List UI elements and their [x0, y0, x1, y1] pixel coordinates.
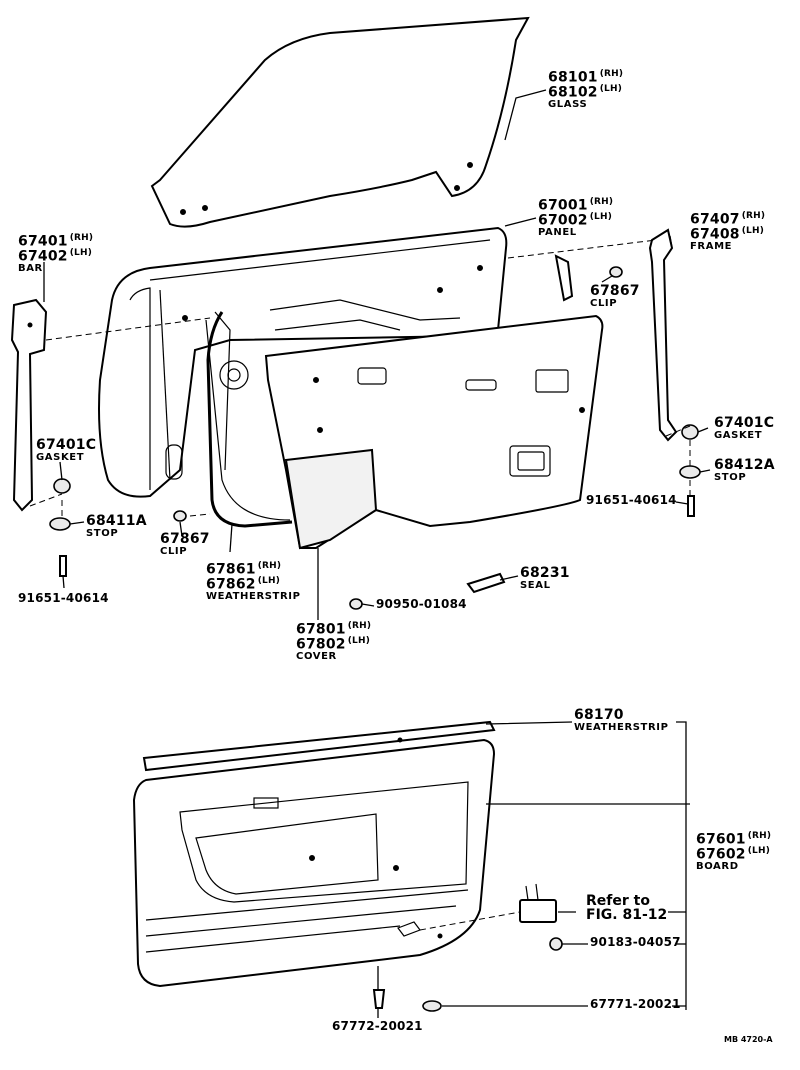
- board-hardware: [372, 883, 563, 1012]
- label-panel: 67001(RH) 67002(LH) PANEL: [538, 197, 614, 239]
- label-weatherstrip-board: 68170 WEATHERSTRIP: [574, 707, 669, 733]
- door-trim-board: [132, 720, 496, 988]
- label-cover: 67801(RH) 67802(LH) COVER: [296, 621, 372, 663]
- label-stop-right: 68412A STOP: [714, 457, 775, 483]
- label-refer: Refer to FIG. 81-12: [586, 893, 668, 923]
- label-clip-right: 67867 CLIP: [590, 283, 640, 309]
- door-glass: [150, 16, 530, 228]
- label-stop-left: 68411A STOP: [86, 513, 147, 539]
- label-screw-board: 90183-04057: [590, 935, 681, 949]
- label-bolt-left: 91651-40614: [18, 591, 109, 605]
- label-gasket-right: 67401C GASKET: [714, 415, 775, 441]
- label-gasket-left: 67401C GASKET: [36, 437, 97, 463]
- label-glass: 68101(RH) 68102(LH) GLASS: [548, 69, 624, 111]
- label-board: 67601(RH) 67602(LH) BOARD: [696, 831, 772, 873]
- label-weatherstrip-door: 67861(RH) 67862(LH) WEATHERSTRIP: [206, 561, 301, 603]
- assembly-lines: [29, 239, 691, 931]
- door-panel: [98, 226, 508, 521]
- label-bolt-right: 91651-40614: [586, 493, 677, 507]
- label-seal: 68231 SEAL: [520, 565, 570, 591]
- label-bar: 67401(RH) 67402(LH) BAR: [18, 233, 94, 275]
- door-bar: [10, 298, 48, 512]
- door-weatherstrip: [206, 311, 293, 528]
- figure-code: MB 4720-A: [724, 1035, 773, 1044]
- label-clip-left: 67867 CLIP: [160, 531, 210, 557]
- leader-lines: [43, 89, 711, 1018]
- door-cover: [264, 314, 604, 550]
- label-clip-board-right: 67771-20021: [590, 997, 681, 1011]
- label-frame: 67407(RH) 67408(LH) FRAME: [690, 211, 766, 253]
- label-clip-board-bottom: 67772-20021: [332, 1019, 423, 1033]
- label-screw: 90950-01084: [376, 597, 467, 611]
